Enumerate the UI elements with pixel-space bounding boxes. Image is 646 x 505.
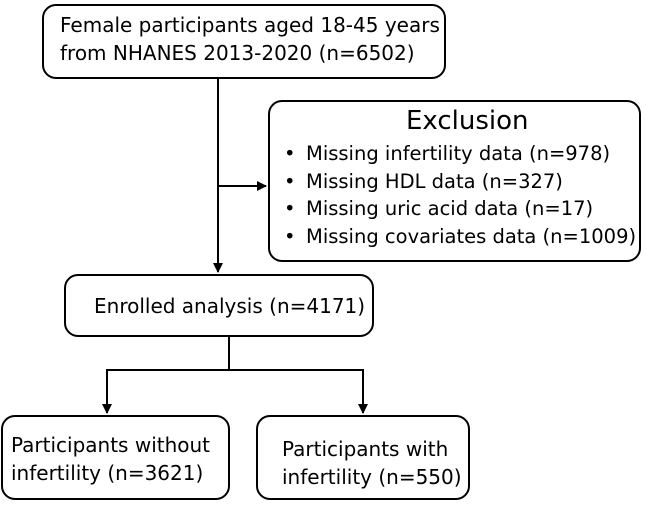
exclusion-item-text: Missing infertility data (n=978) (306, 142, 611, 165)
exclusion-item: • Missing infertility data (n=978) (284, 140, 639, 168)
bullet-icon: • (284, 142, 296, 165)
with-infertility-line-2: infertility (n=550) (282, 465, 462, 489)
exclusion-item: • Missing uric acid data (n=17) (284, 195, 639, 223)
box-female-participants: Female participants aged 18-45 years fro… (42, 4, 446, 79)
bullet-icon: • (284, 169, 296, 193)
exclusion-item-text: Missing covariates data (n=1009) (306, 224, 637, 248)
without-infertility-line-2: infertility (n=3621) (11, 461, 204, 485)
box-enrolled-analysis: Enrolled analysis (n=4171) (64, 274, 374, 337)
enrolled-label: Enrolled analysis (n=4171) (94, 294, 366, 318)
with-infertility-line-1: Participants with (282, 437, 449, 461)
without-infertility-line-1: Participants without (11, 433, 211, 457)
exclusion-list: • Missing infertility data (n=978) • Missi… (284, 140, 639, 250)
box-with-infertility: Participants with infertility (n=550) (256, 415, 470, 500)
bullet-icon: • (284, 224, 296, 248)
exclusion-title: Exclusion (406, 106, 529, 136)
exclusion-item: • Missing covariates data (n=1009) (284, 223, 639, 251)
box-exclusion: Exclusion • Missing infertility data (n=9… (268, 100, 641, 262)
top-box-line-2: from NHANES 2013-2020 (n=6502) (60, 41, 415, 65)
top-box-line-1: Female participants aged 18-45 years (60, 13, 440, 37)
exclusion-item-text: Missing HDL data (n=327) (306, 169, 563, 193)
bullet-icon: • (284, 197, 296, 220)
exclusion-item: • Missing HDL data (n=327) (284, 168, 639, 196)
exclusion-item-text: Missing uric acid data (n=17) (306, 197, 594, 220)
box-without-infertility: Participants without infertility (n=3621… (1, 415, 230, 500)
